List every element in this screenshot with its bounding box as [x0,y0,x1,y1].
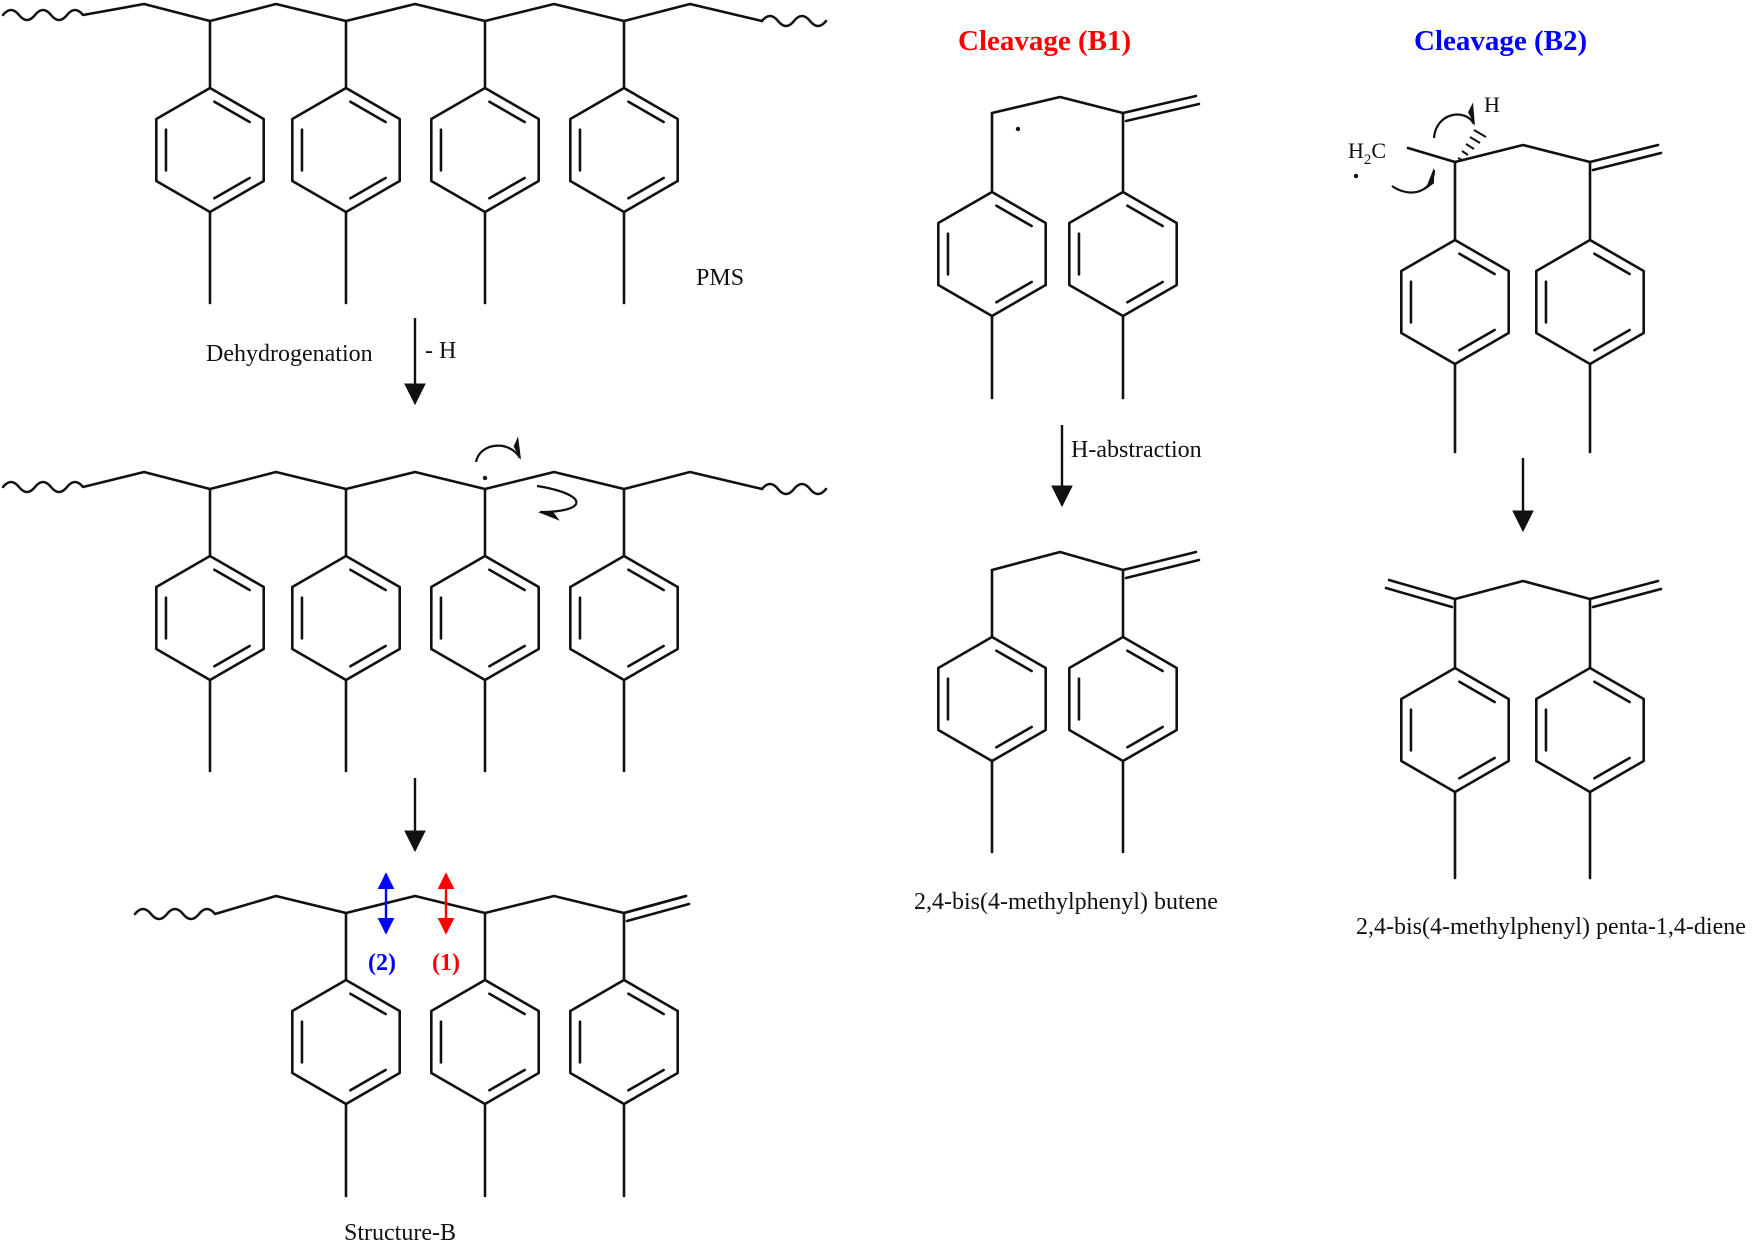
radical-polymer [1,436,828,773]
b1-top-ring-2 [1068,190,1178,318]
curly-arrow-1 [474,436,522,463]
pms-ring-3 [430,86,540,214]
h-atom: H [1484,92,1500,117]
pms-ring-2 [291,86,401,214]
pms-ring-4 [569,86,679,214]
cleavage-b2-title: Cleavage (B2) [1414,25,1587,57]
structure-b-ring-1 [291,978,401,1106]
hashed-wedge-bond [1457,129,1487,161]
b2-product [1384,578,1663,880]
b1-product-ring-2 [1068,635,1178,763]
radical-ring-2 [291,554,401,682]
h2c-group: H2C [1348,138,1386,168]
cleavage-b1-title: Cleavage (B1) [958,25,1131,57]
radical-ring-1 [155,554,265,682]
b1-product-name: 2,4-bis(4-methylphenyl) butene [914,889,1218,915]
structure-b-ring-2 [430,978,540,1106]
site-2-label: (2) [368,950,396,976]
radical-ring-3 [430,554,540,682]
dehydrogenation-label: Dehydrogenation [206,341,373,367]
b2-radical-dot [1353,173,1359,179]
radical-dot [482,475,488,481]
b2-curly-arrow-1 [1391,167,1436,194]
b1-radical-dot [1015,126,1021,132]
b2-radical-dimer: H2C H [1348,92,1663,454]
b1-radical-dimer [937,94,1201,400]
b1-product [937,550,1201,854]
structure-b [133,894,691,1198]
site-1-label: (1) [432,950,460,976]
b1-product-ring-1 [937,635,1047,763]
b2-product-ring-1 [1400,666,1510,794]
curly-arrow-2 [536,484,578,521]
b2-product-ring-2 [1535,666,1645,794]
b2-curly-arrow-2 [1432,102,1475,139]
structure-b-label: Structure-B [344,1220,456,1245]
structure-b-ring-3 [569,978,679,1106]
b2-top-ring-2 [1535,238,1645,366]
b2-top-ring-1 [1400,238,1510,366]
radical-ring-4 [569,554,679,682]
pms-ring-1 [155,86,265,214]
h-abstraction-label: H-abstraction [1071,437,1202,463]
pms-polymer [1,2,828,305]
b1-top-ring-1 [937,190,1047,318]
minus-h-label: - H [425,338,456,364]
b2-product-name: 2,4-bis(4-methylphenyl) penta-1,4-diene [1356,914,1746,940]
pms-label: PMS [696,265,744,291]
